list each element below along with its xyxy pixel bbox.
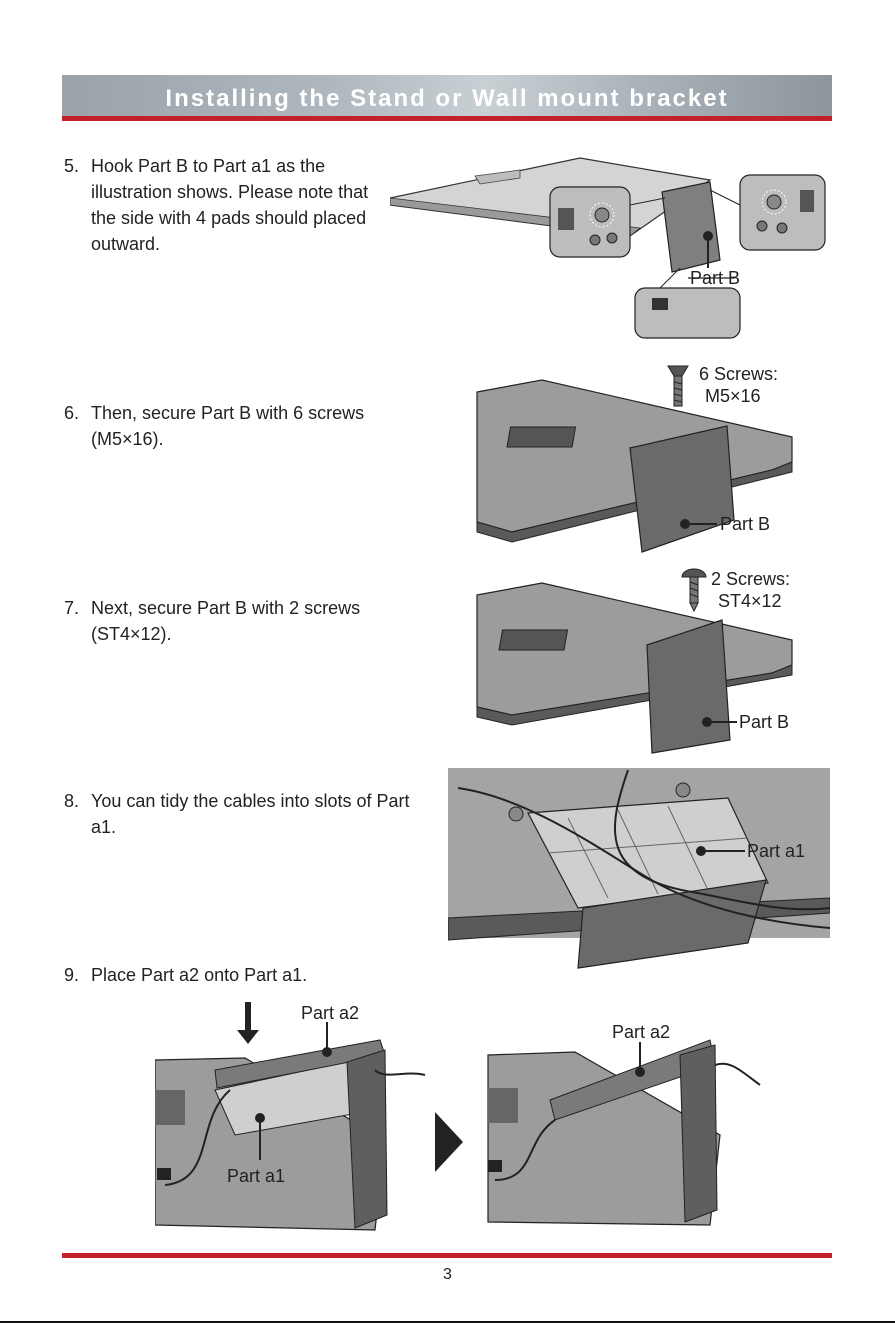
section-banner: Installing the Stand or Wall mount brack…	[62, 75, 832, 116]
part-b-plate	[662, 182, 720, 272]
figure-step-5: Part B	[390, 150, 835, 342]
screws-spec-label: M5×16	[705, 386, 761, 406]
down-arrow-icon	[237, 1002, 259, 1044]
step-6: 6. Then, secure Part B with 6 screws (M5…	[64, 400, 424, 456]
part-a2-label: Part a2	[612, 1022, 670, 1042]
part-a2-label: Part a2	[301, 1003, 359, 1023]
step-text: You can tidy the cables into slots of Pa…	[91, 788, 411, 840]
step-text: Next, secure Part B with 2 screws (ST4×1…	[91, 595, 411, 647]
bottom-rule	[0, 1321, 895, 1323]
step-number: 9.	[64, 962, 79, 988]
step-text: Then, secure Part B with 6 screws (M5×16…	[91, 400, 411, 452]
step-number: 7.	[64, 595, 79, 621]
section-title: Installing the Stand or Wall mount brack…	[165, 85, 728, 113]
figure-9-after: Part a2	[488, 1022, 760, 1225]
part-b-label: Part B	[739, 712, 789, 732]
zoom-callout-bottom	[635, 288, 740, 338]
part-b-label: Part B	[720, 514, 770, 534]
footer-divider	[62, 1253, 832, 1258]
zoom-callout-right	[740, 175, 825, 250]
step-text: Place Part a2 onto Part a1.	[91, 962, 411, 988]
step-7: 7. Next, secure Part B with 2 screws (ST…	[64, 595, 424, 651]
screws-count-label: 2 Screws:	[711, 569, 790, 589]
next-arrow-icon	[435, 1112, 463, 1172]
figure-step-6: 6 Screws: M5×16 Part B	[472, 362, 802, 557]
part-b-label: Part B	[690, 268, 740, 288]
page-number: 3	[0, 1266, 895, 1284]
step-number: 5.	[64, 153, 79, 179]
figure-step-7: 2 Screws: ST4×12 Part B	[472, 565, 802, 757]
step-9: 9. Place Part a2 onto Part a1.	[64, 962, 424, 990]
step-5: 5. Hook Part B to Part a1 as the illustr…	[64, 153, 384, 263]
part-b-plate	[630, 426, 734, 552]
figure-step-9: Part a2 Part a1 Part a2	[155, 1000, 765, 1238]
figure-step-8: Part a1	[448, 768, 830, 970]
step-text: Hook Part B to Part a1 as the illustrati…	[91, 153, 381, 257]
part-b-plate	[680, 1045, 717, 1222]
part-a1-label: Part a1	[747, 841, 805, 861]
screw-st4-icon	[682, 569, 706, 611]
screws-spec-label: ST4×12	[718, 591, 782, 611]
part-a1-label: Part a1	[227, 1166, 285, 1186]
screw-m5-icon	[668, 366, 688, 406]
step-8: 8. You can tidy the cables into slots of…	[64, 788, 424, 844]
step-number: 6.	[64, 400, 79, 426]
header-divider	[62, 116, 832, 121]
figure-9-before: Part a2 Part a1	[155, 1002, 425, 1230]
step-number: 8.	[64, 788, 79, 814]
screws-count-label: 6 Screws:	[699, 364, 778, 384]
